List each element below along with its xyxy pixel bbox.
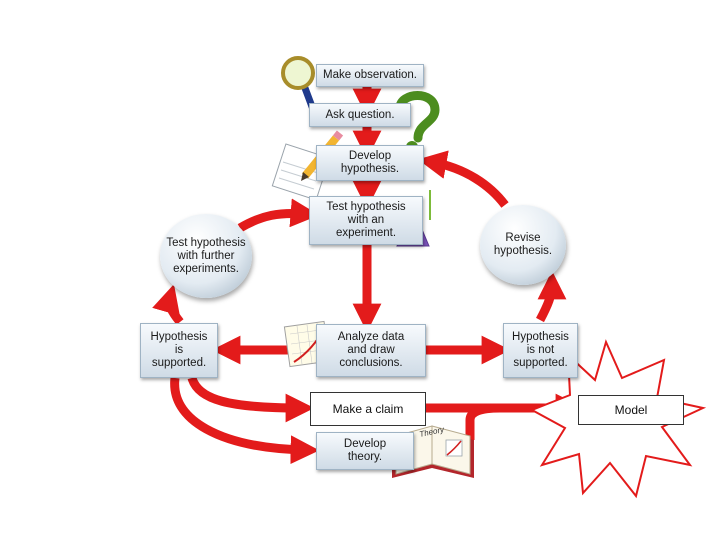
arrow-supported-claim [187, 376, 315, 423]
step-make-observation: Make observation. [316, 64, 424, 87]
step-revise-hypothesis: Revise hypothesis. [480, 205, 566, 285]
arrow-not-supported-revise [536, 270, 567, 323]
step-analyze-data: Analyze data and draw conclusions. [316, 324, 426, 377]
model-label: Model [578, 395, 684, 425]
make-a-claim-label: Make a claim [310, 392, 426, 426]
step-hypothesis-supported: Hypothesis is supported. [140, 323, 218, 378]
step-ask-question: Ask question. [309, 103, 411, 127]
step-develop-theory: Develop theory. [316, 432, 414, 470]
arrow-supported-further [152, 284, 184, 325]
pencil-paper-icon [271, 130, 344, 201]
arrow-revise-hypothesis [417, 150, 509, 208]
step-hypothesis-not-supported: Hypothesis is not supported. [503, 323, 578, 378]
step-test-further: Test hypothesis with further experiments… [160, 214, 252, 298]
arrow-supported-theory [170, 377, 320, 465]
arrow-further-test [237, 198, 320, 232]
step-test-hypothesis: Test hypothesis with an experiment. [309, 196, 423, 245]
arrow-theory-model [465, 403, 501, 440]
step-develop-hypothesis: Develop hypothesis. [316, 145, 424, 181]
